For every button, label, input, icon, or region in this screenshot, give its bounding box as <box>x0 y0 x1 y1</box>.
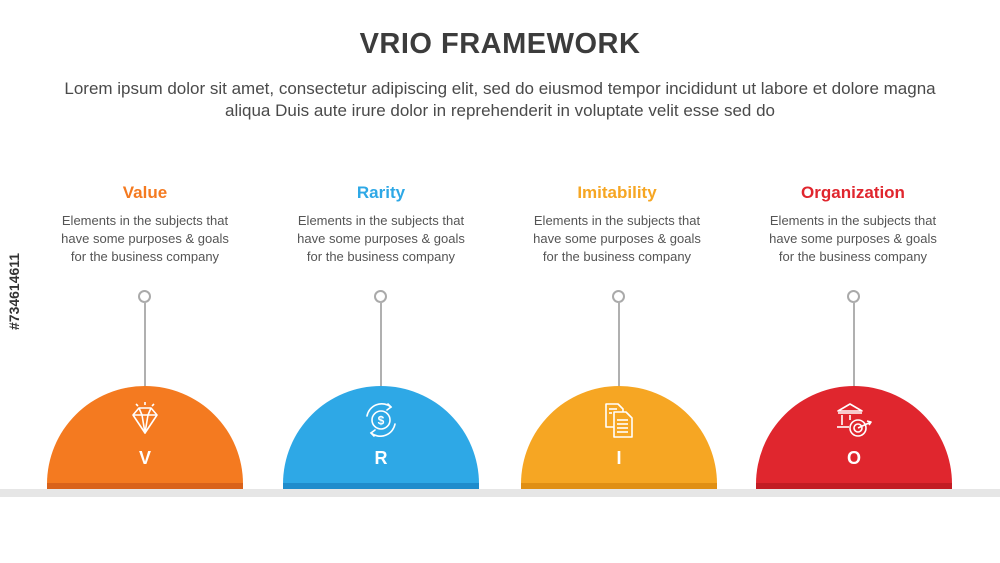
page-subtitle: Lorem ipsum dolor sit amet, consectetur … <box>64 79 936 120</box>
item-title: Value <box>122 183 168 202</box>
dollar-cycle-icon: $ <box>361 400 401 440</box>
dome-base <box>47 483 243 489</box>
bank-target-icon <box>834 400 874 440</box>
half-circle-value: V <box>47 386 243 489</box>
connector-line <box>144 301 146 387</box>
dome-letter: R <box>374 448 388 468</box>
dome-letter: O <box>846 448 861 468</box>
vrio-item-rarity: Rarity Elements in the subjects that hav… <box>271 0 491 563</box>
page-title: VRIO FRAMEWORK <box>359 28 641 60</box>
svg-text:$: $ <box>378 414 385 428</box>
item-description: Elements in the subjects that have some … <box>769 213 937 264</box>
vrio-item-value: Value Elements in the subjects that have… <box>35 0 255 563</box>
item-title: Rarity <box>356 183 406 202</box>
floor-line <box>0 489 1000 497</box>
half-circle-rarity: $ R <box>283 386 479 489</box>
dome-base <box>283 483 479 489</box>
item-title: Imitability <box>577 183 657 202</box>
vrio-item-organization: Organization Elements in the subjects th… <box>743 0 963 563</box>
dome-base <box>756 483 952 489</box>
half-circle-imitability: I <box>521 386 717 489</box>
half-circle-organization: O <box>756 386 952 489</box>
side-stock-id: #734614611 <box>6 252 22 330</box>
item-description: Elements in the subjects that have some … <box>297 213 465 264</box>
item-title: Organization <box>801 183 905 202</box>
dome-letter: V <box>138 448 151 468</box>
dome-letter: I <box>616 448 622 468</box>
connector-line <box>618 301 620 387</box>
dome-base <box>521 483 717 489</box>
connector-line <box>853 301 855 387</box>
diamond-icon <box>125 400 165 440</box>
connector-line <box>380 301 382 387</box>
vrio-item-imitability: Imitability Elements in the subjects tha… <box>507 0 727 563</box>
copy-documents-icon <box>599 400 639 440</box>
item-description: Elements in the subjects that have some … <box>533 213 701 264</box>
item-description: Elements in the subjects that have some … <box>61 213 229 264</box>
